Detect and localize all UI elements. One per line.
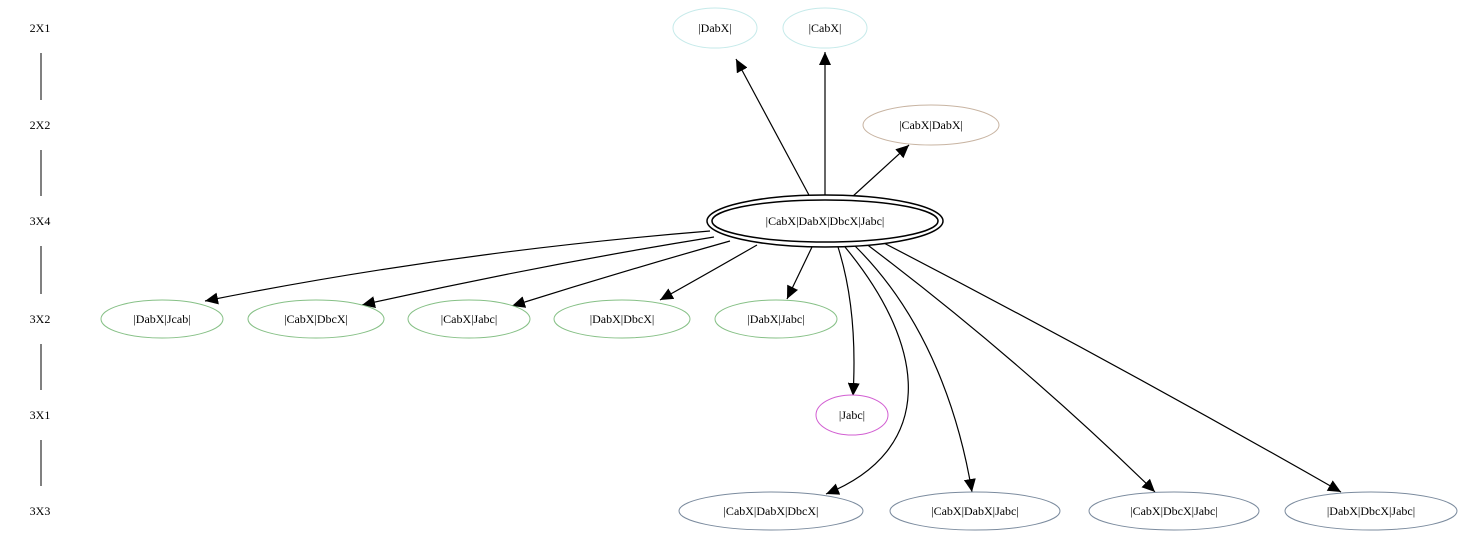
node-label: |DabX|DbcX| [590, 312, 655, 326]
node-shape [815, 394, 889, 436]
node-CabXJabc[interactable]: |CabX|Jabc| [407, 299, 531, 339]
node-CabXDabXJabc[interactable]: |CabX|DabX|Jabc| [889, 491, 1061, 531]
node-shape [553, 299, 691, 339]
edge-root-to-DabXDbcX [659, 244, 758, 301]
node-shape [1284, 491, 1458, 531]
rank-axis: 2X1 2X2 3X4 3X2 3X1 3X3 [30, 21, 51, 518]
rank-label: 3X1 [30, 408, 51, 422]
node-CabXDabX[interactable]: |CabX|DabX| [862, 104, 1000, 146]
node-shape [706, 194, 944, 248]
rank-label: 2X2 [30, 118, 51, 132]
node-shape [247, 299, 385, 339]
node-DabXDbcXJabc[interactable]: |DabX|DbcX|Jabc| [1284, 491, 1458, 531]
node-label: |DabX|Jcab| [133, 312, 190, 326]
edge-root-to-DabXDbcXJabc [877, 239, 1342, 493]
edge-root-to-CabXJabc [511, 240, 731, 308]
node-label: |CabX|DabX| [899, 118, 963, 132]
node-shape [100, 299, 224, 339]
edges [204, 52, 1342, 495]
edge-root-to-Jabc [837, 246, 860, 397]
rank-label: 2X1 [30, 21, 51, 35]
rank-label: 3X2 [30, 312, 51, 326]
node-label: |CabX|Jabc| [441, 312, 498, 326]
node-label: |CabX|DbcX|Jabc| [1130, 504, 1218, 518]
node-shape [407, 299, 531, 339]
node-DabXJcab[interactable]: |DabX|Jcab| [100, 299, 224, 339]
edge-root-to-CabXDabX [851, 144, 910, 198]
edge-root-to-CabXDbcXJabc [864, 242, 1156, 493]
node-Jabc[interactable]: |Jabc| [815, 394, 889, 436]
node-label: |Jabc| [839, 408, 865, 422]
node-CabXDbcX[interactable]: |CabX|DbcX| [247, 299, 385, 339]
node-CabX[interactable]: |CabX| [782, 7, 868, 49]
rank-label: 3X4 [30, 214, 51, 228]
node-shape-inner [711, 199, 939, 243]
node-label: |CabX|DabX|DbcX| [724, 504, 819, 518]
nodes: |DabX| |CabX| |CabX|DabX| |CabX|DabX|DbcX|J… [100, 7, 1458, 531]
node-shape [889, 491, 1061, 531]
node-label: |CabX|DbcX| [284, 312, 348, 326]
edge-root-to-DabXJcab [204, 230, 711, 305]
node-DabXDbcX[interactable]: |DabX|DbcX| [553, 299, 691, 339]
node-label: |CabX|DabX|DbcX|Jabc| [766, 214, 885, 228]
node-root[interactable]: |CabX|DabX|DbcX|Jabc| [706, 194, 944, 248]
edge-root-to-CabXDabXJabc [854, 245, 976, 493]
rank-label: 3X3 [30, 504, 51, 518]
node-label: |CabX|DabX|Jabc| [931, 504, 1019, 518]
node-label: |DabX| [698, 21, 731, 35]
node-label: |DabX|Jabc| [747, 312, 804, 326]
node-shape [862, 104, 1000, 146]
node-label: |DabX|DbcX|Jabc| [1327, 504, 1415, 518]
node-shape [714, 299, 838, 339]
edge-root-to-CabXDbcX [361, 236, 715, 309]
node-CabXDbcXJabc[interactable]: |CabX|DbcX|Jabc| [1088, 491, 1260, 531]
edge-root-to-DabXJabc [786, 246, 813, 300]
node-shape [782, 7, 868, 49]
node-shape [672, 7, 758, 49]
node-CabXDabXDbcX[interactable]: |CabX|DabX|DbcX| [678, 491, 864, 531]
node-DabX[interactable]: |DabX| [672, 7, 758, 49]
edge-root-to-DabX [735, 58, 811, 198]
node-shape [1088, 491, 1260, 531]
edge-root-to-CabXDabXDbcX [825, 246, 909, 495]
node-shape [678, 491, 864, 531]
node-DabXJabc[interactable]: |DabX|Jabc| [714, 299, 838, 339]
node-label: |CabX| [809, 21, 842, 35]
